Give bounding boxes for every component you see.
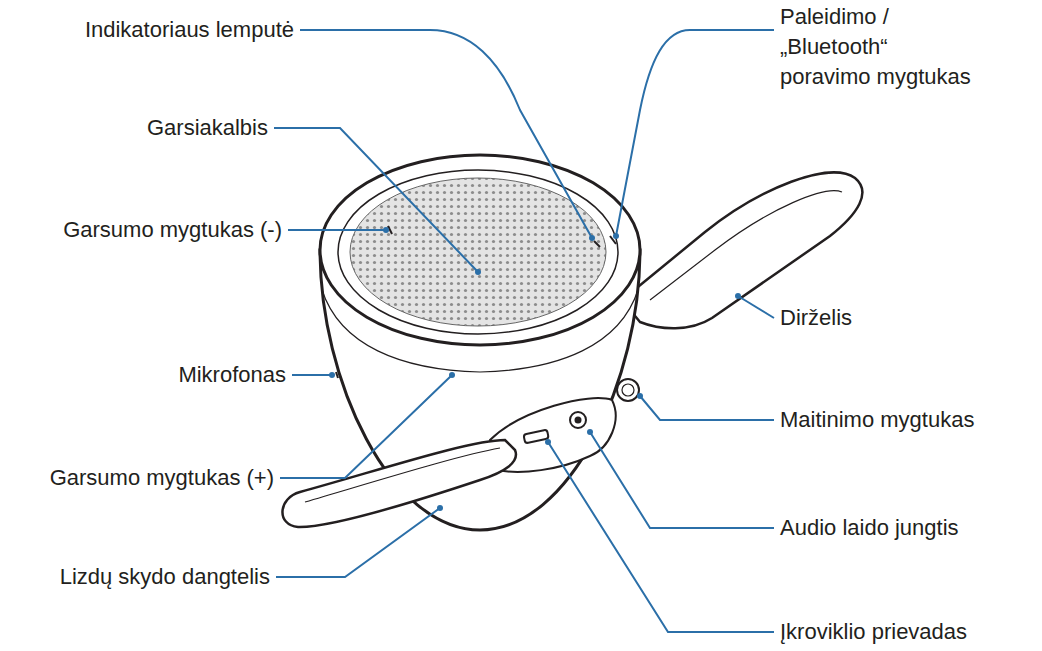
part-label: Garsumo mygtukas (-) bbox=[63, 215, 282, 245]
power-button-inner bbox=[622, 384, 634, 396]
part-label: Lizdų skydo dangtelis bbox=[60, 562, 270, 592]
leader-line bbox=[300, 30, 592, 238]
leader-line bbox=[640, 396, 774, 420]
leader-dot bbox=[449, 372, 455, 378]
leader-dot bbox=[735, 293, 741, 299]
leader-dot bbox=[329, 372, 335, 378]
audio-jack bbox=[570, 412, 586, 428]
part-label: Garsiakalbis bbox=[147, 113, 268, 143]
leader-dot bbox=[637, 393, 643, 399]
port-cover-seam bbox=[305, 448, 500, 502]
speaker-grille bbox=[350, 178, 606, 326]
leader-line bbox=[288, 229, 386, 231]
leader-lines bbox=[274, 30, 774, 632]
leader-line bbox=[274, 128, 478, 272]
body-edge bbox=[322, 290, 638, 372]
inner-rim bbox=[338, 170, 618, 334]
leader-line bbox=[280, 375, 452, 478]
part-label: Maitinimo mygtukas bbox=[780, 405, 974, 435]
leader-line bbox=[548, 442, 774, 632]
strap bbox=[622, 172, 862, 328]
indicator-mark bbox=[594, 241, 600, 247]
part-label: Garsumo mygtukas (+) bbox=[50, 463, 274, 493]
leader-line bbox=[616, 30, 774, 236]
power-button bbox=[617, 379, 639, 401]
leader-dot bbox=[545, 439, 551, 445]
leader-dot bbox=[589, 235, 595, 241]
leader-dot bbox=[587, 429, 593, 435]
part-label: Įkroviklio prievadas bbox=[780, 617, 967, 647]
leader-dot bbox=[613, 233, 619, 239]
leader-dot bbox=[475, 269, 481, 275]
part-label: Mikrofonas bbox=[178, 360, 286, 390]
microphone-hole bbox=[336, 372, 338, 378]
part-label: Dirželis bbox=[780, 303, 852, 333]
part-label: Audio laido jungtis bbox=[780, 513, 959, 543]
top-rim bbox=[320, 155, 640, 345]
leader-line bbox=[738, 296, 774, 318]
leader-line bbox=[276, 508, 440, 577]
leader-line bbox=[292, 374, 332, 376]
part-label: Indikatoriaus lemputė bbox=[85, 15, 294, 45]
port-cover bbox=[282, 440, 515, 527]
charger-port bbox=[523, 430, 548, 444]
leader-dot bbox=[383, 227, 389, 233]
leader-dots bbox=[329, 227, 741, 511]
part-label: Paleidimo / „Bluetooth“ poravimo mygtuka… bbox=[780, 2, 980, 92]
strap-seam bbox=[650, 191, 842, 300]
leader-line bbox=[590, 432, 774, 528]
leader-dot bbox=[437, 505, 443, 511]
audio-jack-hole bbox=[575, 417, 582, 424]
